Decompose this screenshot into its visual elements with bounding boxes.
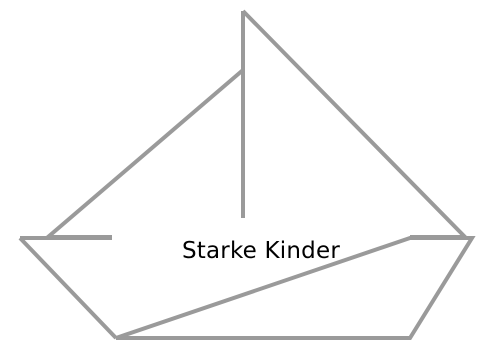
right-sail bbox=[243, 11, 465, 237]
boat-label: Starke Kinder bbox=[113, 225, 409, 277]
left-sail bbox=[48, 70, 243, 237]
